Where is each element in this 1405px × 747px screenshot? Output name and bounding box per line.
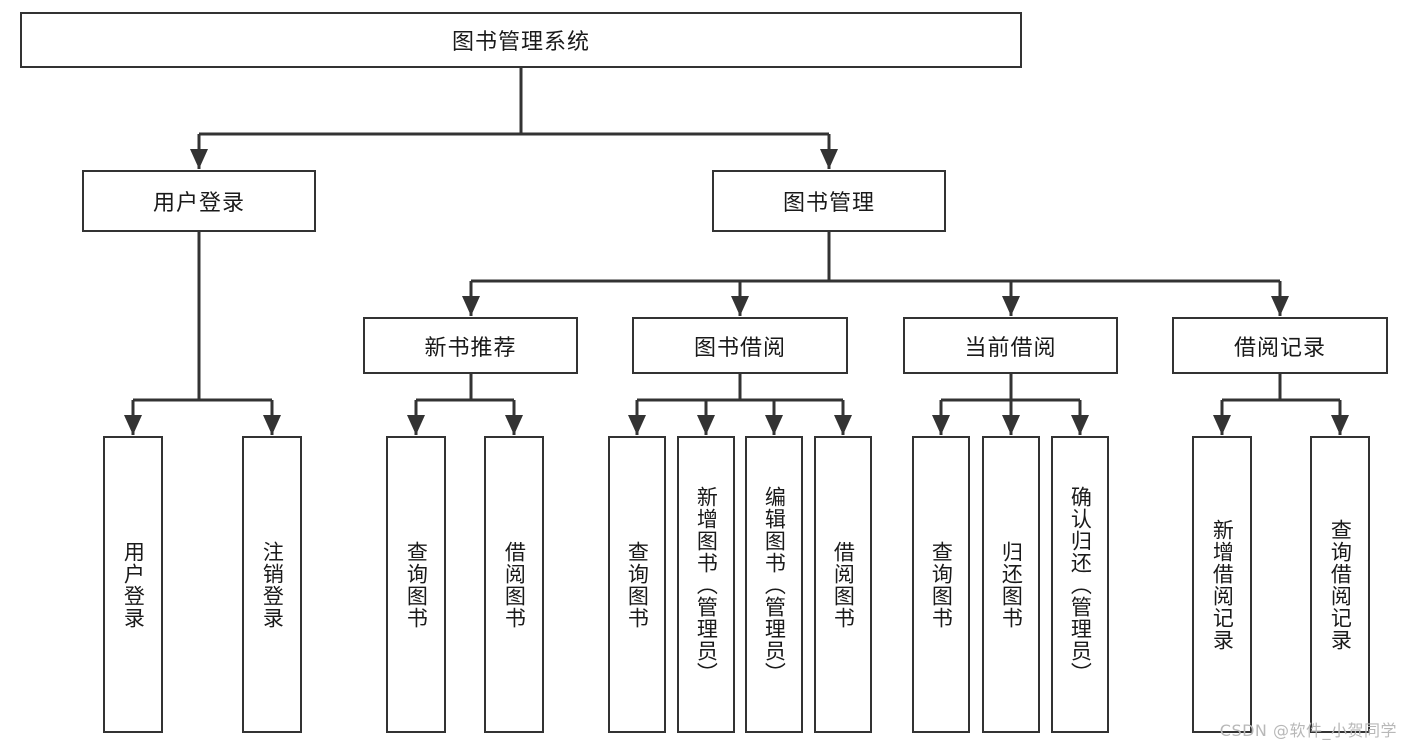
- node-label-leaf-add-record: 新增借阅记录: [1210, 518, 1235, 651]
- node-label-book-borrow: 图书借阅: [693, 335, 786, 361]
- node-leaf-query-record: 查询借阅记录: [1310, 436, 1370, 733]
- node-leaf-logout: 注销登录: [242, 436, 302, 733]
- arrow-head-icon: [820, 149, 838, 169]
- node-label-user-login: 用户登录: [152, 191, 245, 216]
- arrow-head-icon: [1331, 415, 1349, 435]
- arrow-head-icon: [1002, 296, 1020, 316]
- node-user-login: 用户登录: [82, 170, 316, 232]
- node-label-leaf-confirm-return: 确认归还（管理员）: [1068, 485, 1093, 684]
- node-borrow-record: 借阅记录: [1172, 317, 1388, 374]
- node-leaf-user-login: 用户登录: [103, 436, 163, 733]
- node-label-leaf-logout: 注销登录: [260, 540, 285, 629]
- node-label-root: 图书管理系统: [451, 30, 590, 55]
- node-leaf-borrow-book: 借阅图书: [814, 436, 872, 733]
- node-label-leaf-borrow-book-rec: 借阅图书: [502, 540, 527, 629]
- arrow-head-icon: [1071, 415, 1089, 435]
- node-label-book-manage: 图书管理: [782, 191, 875, 216]
- node-label-leaf-borrow-book: 借阅图书: [831, 540, 856, 629]
- node-current-borrow: 当前借阅: [903, 317, 1118, 374]
- node-leaf-borrow-book-rec: 借阅图书: [484, 436, 544, 733]
- node-leaf-edit-book: 编辑图书（管理员）: [745, 436, 803, 733]
- node-label-leaf-add-book: 新增图书（管理员）: [694, 485, 719, 684]
- node-root: 图书管理系统: [20, 12, 1022, 68]
- node-leaf-query-book-cur: 查询图书: [912, 436, 970, 733]
- arrow-head-icon: [1002, 415, 1020, 435]
- node-label-leaf-query-book-cur: 查询图书: [929, 540, 954, 629]
- node-label-current-borrow: 当前借阅: [964, 335, 1057, 361]
- node-leaf-return-book: 归还图书: [982, 436, 1040, 733]
- arrow-head-icon: [1271, 296, 1289, 316]
- node-label-leaf-user-login: 用户登录: [121, 540, 146, 629]
- arrow-head-icon: [263, 415, 281, 435]
- node-leaf-query-book-borrow: 查询图书: [608, 436, 666, 733]
- node-label-leaf-query-record: 查询借阅记录: [1328, 518, 1353, 651]
- node-label-borrow-record: 借阅记录: [1233, 335, 1326, 361]
- node-label-leaf-return-book: 归还图书: [999, 540, 1024, 629]
- node-label-new-book-rec: 新书推荐: [424, 335, 517, 361]
- arrow-head-icon: [765, 415, 783, 435]
- node-label-leaf-edit-book: 编辑图书（管理员）: [762, 485, 787, 684]
- node-book-borrow: 图书借阅: [632, 317, 848, 374]
- node-leaf-add-record: 新增借阅记录: [1192, 436, 1252, 733]
- arrow-head-icon: [834, 415, 852, 435]
- node-new-book-rec: 新书推荐: [363, 317, 578, 374]
- arrow-head-icon: [731, 296, 749, 316]
- node-book-manage: 图书管理: [712, 170, 946, 232]
- arrow-head-icon: [462, 296, 480, 316]
- node-label-leaf-query-book-borrow: 查询图书: [625, 540, 650, 629]
- arrow-head-icon: [628, 415, 646, 435]
- node-label-leaf-query-book-rec: 查询图书: [404, 540, 429, 629]
- node-leaf-query-book-rec: 查询图书: [386, 436, 446, 733]
- arrow-head-icon: [190, 149, 208, 169]
- node-leaf-confirm-return: 确认归还（管理员）: [1051, 436, 1109, 733]
- arrow-head-icon: [697, 415, 715, 435]
- arrow-head-icon: [124, 415, 142, 435]
- arrow-head-icon: [932, 415, 950, 435]
- arrow-head-icon: [1213, 415, 1231, 435]
- arrow-head-icon: [407, 415, 425, 435]
- arrow-head-icon: [505, 415, 523, 435]
- node-leaf-add-book: 新增图书（管理员）: [677, 436, 735, 733]
